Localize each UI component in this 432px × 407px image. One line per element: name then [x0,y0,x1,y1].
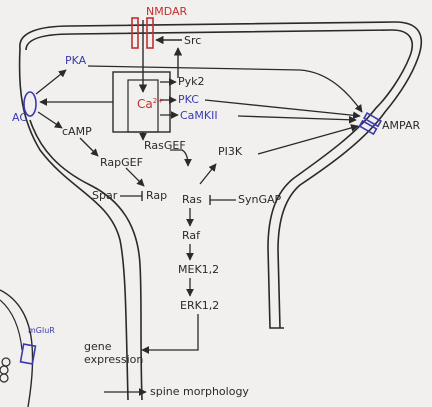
mglur-chain-circle [0,365,9,375]
mglur-label: mGluR [28,326,55,335]
spine-outline-inner [25,29,414,329]
arrow-rasgef-ras [170,149,192,167]
spine-morphology-label: spine morphology [150,385,249,398]
calcium-charge: 2+ [152,97,164,105]
pi3k-label: PI3K [218,145,243,158]
ac-label: AC [12,111,28,124]
mek-label: MEK1,2 [178,263,220,276]
nmdar-label: NMDAR [146,5,188,18]
ac-receptor-icon [23,91,37,117]
arrow-camkii-ampar [237,115,357,124]
adjacent-cell-outline-2 [0,299,23,351]
ampar-label: AMPAR [382,119,421,132]
arrow-pi3k-ampar [257,124,359,155]
gene-expression-label: gene expression [84,340,144,366]
syngap-label: SynGAP [238,193,282,206]
src-label: Src [184,34,202,47]
calcium-label: Ca2+ [137,95,163,110]
neck-left-inner [29,119,143,401]
arrow-erk-gene-expression [141,314,199,354]
arrow-pka-ampar [87,65,363,113]
rap-label: Rap [146,189,168,202]
mglur-chain-circle [1,357,11,367]
camkii-label: CaMKII [180,109,218,122]
rasgef-label: RasGEF [144,139,186,152]
arrow-ac-camp [37,111,63,129]
camp-label: cAMP [62,125,92,138]
spine-outline-outer [19,21,423,329]
ras-label: Ras [182,193,202,206]
raf-label: Raf [182,229,201,242]
ampar-receptor-icon [358,111,383,136]
mglur-chain-circle [0,373,9,383]
adjacent-cell-outline [0,289,34,407]
erk-label: ERK1,2 [180,299,220,312]
arrow-ac-pka [35,69,67,95]
pkc-label: PKC [178,93,199,106]
neck-left-outer [18,47,129,401]
rapgef-label: RapGEF [100,156,143,169]
mglur-receptor-icon [19,343,37,365]
arrow-pkc-ampar [204,99,361,120]
arrow-rapgef-rap [125,167,145,187]
pka-label: PKA [65,54,87,67]
nmdar-channel-left [131,17,139,49]
arrow-camp-rapgef [79,137,99,157]
arrow-ras-pi3k [199,163,217,185]
calcium-symbol: Ca [137,97,153,111]
spar-label: Spar [92,189,118,202]
nmdar-channel-right [146,17,154,49]
pyk2-label: Pyk2 [178,75,205,88]
